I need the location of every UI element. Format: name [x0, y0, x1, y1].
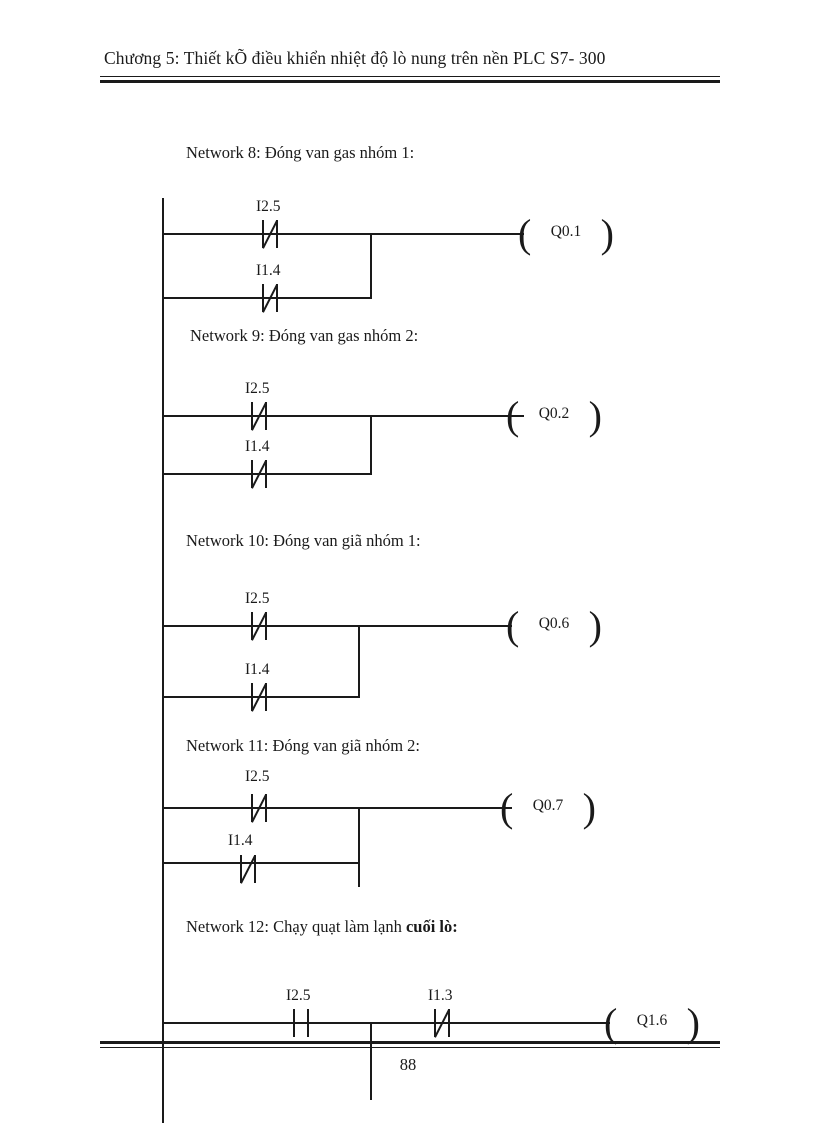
- contact-nc-i25: [251, 612, 267, 640]
- rung-top: [162, 625, 512, 627]
- coil-paren-left: (: [500, 785, 514, 830]
- contact-label-i14: I1.4: [245, 661, 270, 678]
- branch-connector: [370, 415, 372, 475]
- header-rule-thin: [100, 76, 720, 77]
- coil-label: Q1.6: [636, 1012, 668, 1029]
- rung-top: [162, 415, 524, 417]
- coil-paren-right: ): [686, 1000, 700, 1045]
- coil-paren-left: (: [518, 211, 532, 256]
- branch-connector: [370, 1022, 372, 1100]
- branch-connector: [358, 625, 360, 698]
- contact-nc-i14: [240, 855, 256, 883]
- network-title-11: Network 11: Đóng van giã nhóm 2:: [186, 736, 420, 756]
- page-number: 88: [399, 1055, 417, 1074]
- network-title-9: Network 9: Đóng van gas nhóm 2:: [190, 326, 418, 346]
- network-title-12-emphasis: cuối lò:: [405, 917, 458, 936]
- coil-paren-right: ): [582, 785, 596, 830]
- contact-label-i25: I2.5: [256, 198, 281, 215]
- coil-q01: ( Q0.1 ): [518, 211, 614, 256]
- coil-paren-left: (: [506, 603, 520, 648]
- contact-nc-i25: [262, 220, 278, 248]
- network-title-12-text: Network 12: Chạy quạt làm lạnh: [186, 917, 406, 936]
- branch-connector: [370, 233, 372, 299]
- network-title-10: Network 10: Đóng van giã nhóm 1:: [186, 531, 421, 551]
- coil-paren-left: (: [506, 393, 520, 438]
- ladder-left-rail: [162, 198, 164, 1123]
- coil-paren-right: ): [600, 211, 614, 256]
- network-title-9-text: Network 9: Đóng van gas nhóm 2:: [190, 326, 419, 345]
- contact-label-i25: I2.5: [245, 768, 270, 785]
- network-title-8: Network 8: Đóng van gas nhóm 1:: [186, 143, 414, 163]
- header-rule-thick: [100, 80, 720, 83]
- contact-label-i13: I1.3: [428, 987, 453, 1004]
- rung-top: [162, 807, 512, 809]
- rung-branch: [162, 862, 360, 864]
- contact-nc-i25: [251, 402, 267, 430]
- network-title-8-text: Network 8: Đóng van gas nhóm 1:: [186, 143, 415, 162]
- network-title-11-text: Network 11: Đóng van giã nhóm 2:: [186, 736, 421, 755]
- rung-top: [162, 233, 524, 235]
- contact-no-i25: [293, 1009, 309, 1037]
- contact-nc-i14: [251, 460, 267, 488]
- contact-label-i25: I2.5: [286, 987, 311, 1004]
- coil-paren-right: ): [588, 603, 602, 648]
- coil-label: Q0.6: [538, 615, 570, 632]
- rung-branch: [162, 473, 372, 475]
- contact-nc-i14: [251, 683, 267, 711]
- contact-label-i14: I1.4: [228, 832, 253, 849]
- coil-paren-right: ): [588, 393, 602, 438]
- rung-main: [162, 1022, 610, 1024]
- footer-rule-thin: [100, 1047, 720, 1048]
- branch-connector: [358, 807, 360, 887]
- coil-label: Q0.7: [532, 797, 564, 814]
- coil-label: Q0.2: [538, 405, 570, 422]
- contact-nc-i25: [251, 794, 267, 822]
- running-header: Chương 5: Thiết kÕ điều khiển nhiệt độ l…: [104, 48, 606, 68]
- contact-label-i14: I1.4: [256, 262, 281, 279]
- footer-rule-thick: [100, 1041, 720, 1044]
- contact-label-i14: I1.4: [245, 438, 270, 455]
- coil-label: Q0.1: [550, 223, 582, 240]
- contact-nc-i14: [262, 284, 278, 312]
- coil-q16: ( Q1.6 ): [604, 1000, 700, 1045]
- contact-nc-i13: [434, 1009, 450, 1037]
- contact-label-i25: I2.5: [245, 590, 270, 607]
- coil-q02: ( Q0.2 ): [506, 393, 602, 438]
- contact-label-i25: I2.5: [245, 380, 270, 397]
- coil-q07: ( Q0.7 ): [500, 785, 596, 830]
- network-title-12: Network 12: Chạy quạt làm lạnh cuối lò:: [186, 917, 458, 937]
- coil-q06: ( Q0.6 ): [506, 603, 602, 648]
- coil-paren-left: (: [604, 1000, 618, 1045]
- network-title-10-text: Network 10: Đóng van giã nhóm 1:: [186, 531, 421, 550]
